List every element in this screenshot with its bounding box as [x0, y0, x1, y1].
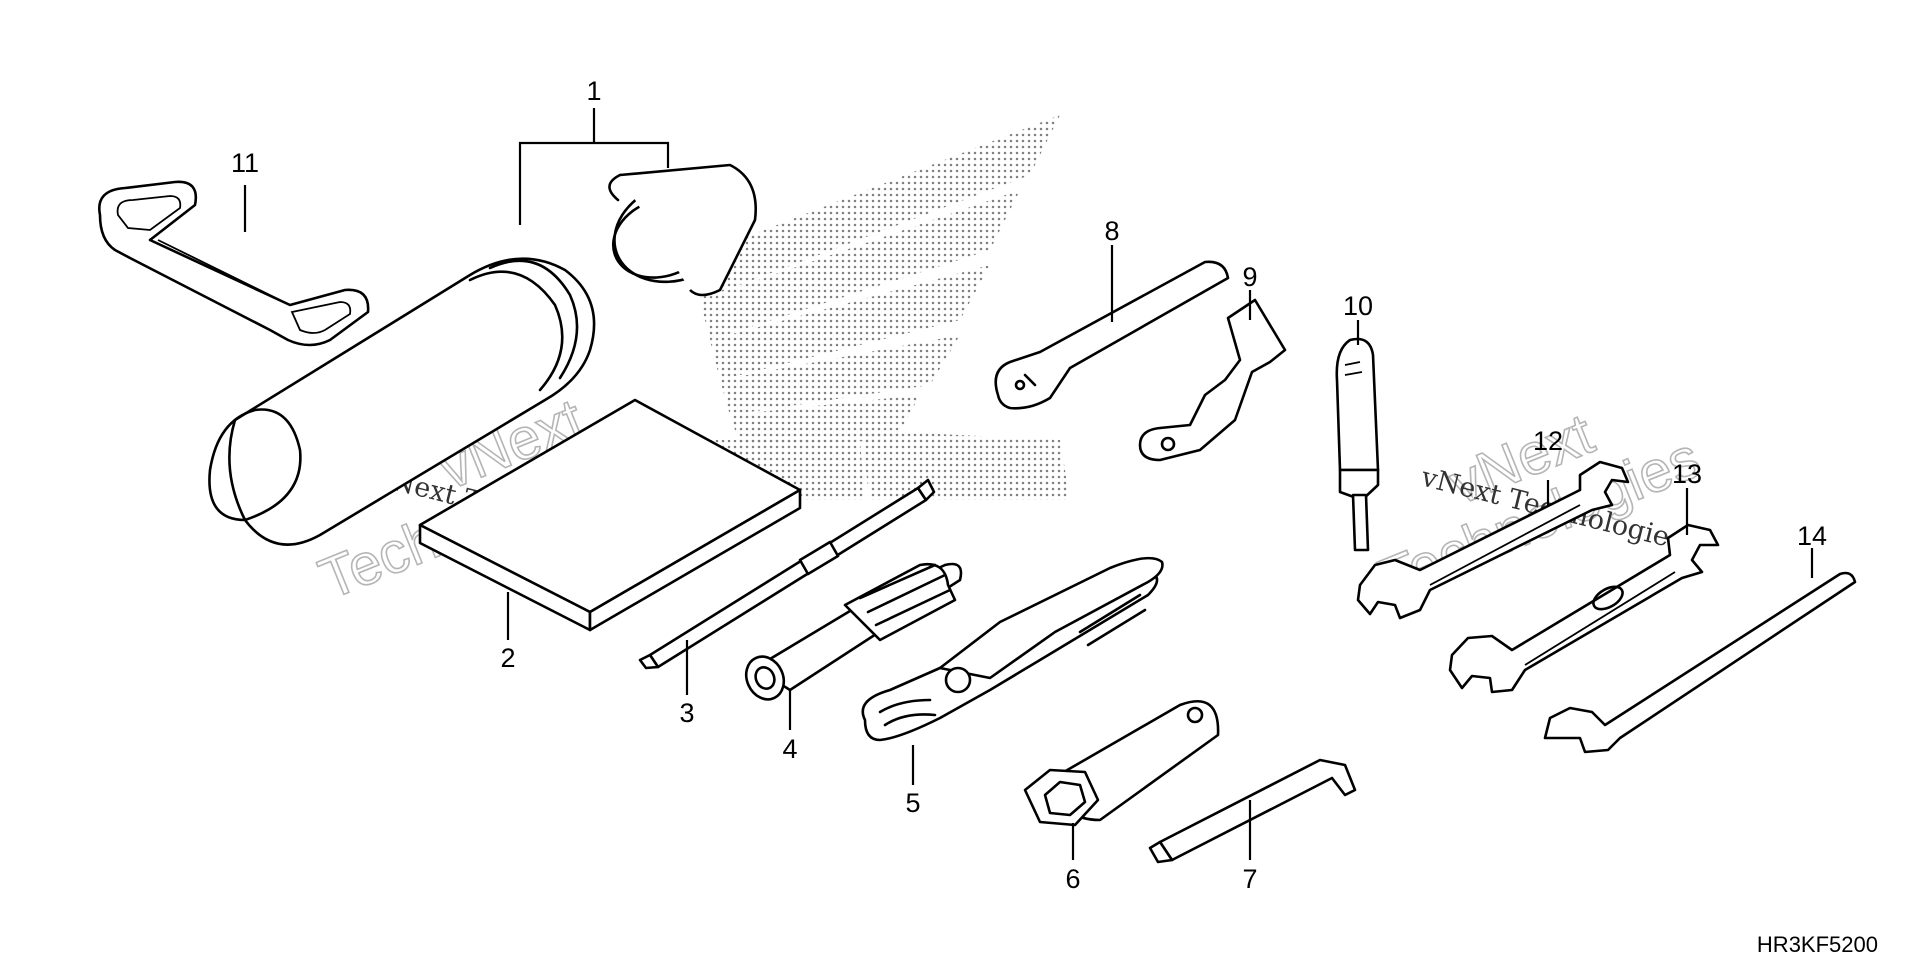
screwdriver-handle [744, 562, 963, 701]
small-screwdriver [1335, 337, 1380, 552]
callout-number-11: 11 [231, 148, 259, 178]
callout-number-9: 9 [1242, 262, 1257, 292]
callout-number-3: 3 [679, 698, 694, 728]
open-end-wrench-a [1356, 460, 1630, 620]
hook-spanner [1138, 298, 1287, 462]
callout-numbers: 1 2 3 4 5 6 7 8 9 10 11 12 13 14 [231, 76, 1827, 894]
pliers [861, 556, 1164, 742]
owners-manual [418, 398, 802, 632]
callout-number-12: 12 [1533, 426, 1563, 456]
callout-number-4: 4 [782, 734, 797, 764]
tool-bag [208, 163, 757, 546]
pin-spanner [994, 260, 1230, 410]
callout-number-10: 10 [1343, 291, 1373, 321]
callout-number-1: 1 [586, 76, 601, 106]
callout-number-8: 8 [1104, 216, 1119, 246]
open-end-wrench-c [1543, 571, 1857, 754]
diagram-code: HR3KF5200 [1757, 932, 1878, 957]
screwdriver-bit [638, 478, 936, 670]
callout-number-2: 2 [500, 643, 515, 673]
callout-number-6: 6 [1065, 864, 1080, 894]
hex-wrench [1148, 758, 1357, 864]
callout-1-bracket [518, 108, 670, 225]
callout-number-14: 14 [1797, 521, 1827, 551]
callout-number-13: 13 [1672, 459, 1702, 489]
tool-strap [98, 180, 370, 347]
plug-wrench [1023, 699, 1220, 827]
callout-number-7: 7 [1242, 864, 1257, 894]
callout-number-5: 5 [905, 788, 920, 818]
open-end-wrench-b [1448, 523, 1720, 694]
